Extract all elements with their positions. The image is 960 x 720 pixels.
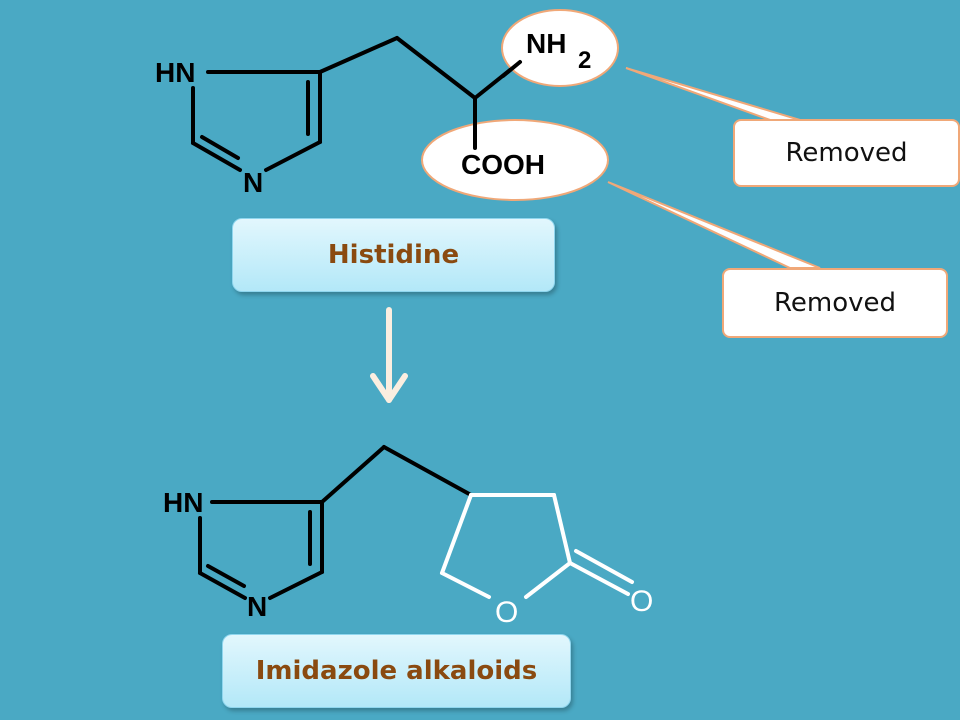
bond-ch2-ch: [395, 36, 477, 100]
removed-nh2-text: Removed: [785, 138, 908, 168]
nh-subscript: 2: [578, 47, 591, 74]
product-bonds: [198, 445, 473, 600]
removed-cooh-callout: Removed: [722, 268, 948, 338]
bond-n3-c2: [191, 141, 242, 172]
removed-cooh-text: Removed: [773, 288, 896, 318]
callout-pointer-cooh: [607, 181, 821, 269]
reaction-arrow: [370, 307, 408, 403]
p-bond-n3-c2-inner: [206, 564, 246, 588]
histidine-n-label: N: [243, 167, 263, 198]
p-bond-ring-ch2: [320, 445, 386, 504]
ring-oxygen-label: O: [495, 596, 518, 629]
callout-pointer-nh2: [625, 67, 801, 121]
p-bond-c4-n3: [268, 570, 324, 600]
p-bond-n3-c2: [198, 571, 247, 600]
imidazole-alkaloids-name: Imidazole alkaloids: [255, 656, 538, 686]
histidine-name-box: Histidine: [232, 218, 555, 292]
bond-n3-c2-inner: [200, 135, 240, 160]
bond-c4-n3: [264, 140, 322, 172]
histidine-hn-label: HN: [155, 57, 195, 88]
lactone-ring: [440, 493, 634, 599]
removed-nh2-callout: Removed: [733, 119, 960, 187]
product-hn-label: HN: [163, 487, 203, 518]
histidine-name: Histidine: [327, 240, 460, 270]
product-n-label: N: [247, 591, 267, 622]
bond-ch-n-top: [501, 60, 522, 78]
bond-ring-ch2: [318, 36, 399, 74]
imidazole-alkaloids-name-box: Imidazole alkaloids: [222, 634, 571, 708]
cooh-ellipse: [421, 119, 609, 201]
p-bond-ch2-c: [382, 445, 473, 497]
nh-label: NH: [526, 28, 566, 59]
cooh-label: COOH: [461, 149, 545, 180]
nh2-ellipse: [501, 9, 619, 87]
carbonyl-oxygen-label: O: [630, 585, 653, 618]
